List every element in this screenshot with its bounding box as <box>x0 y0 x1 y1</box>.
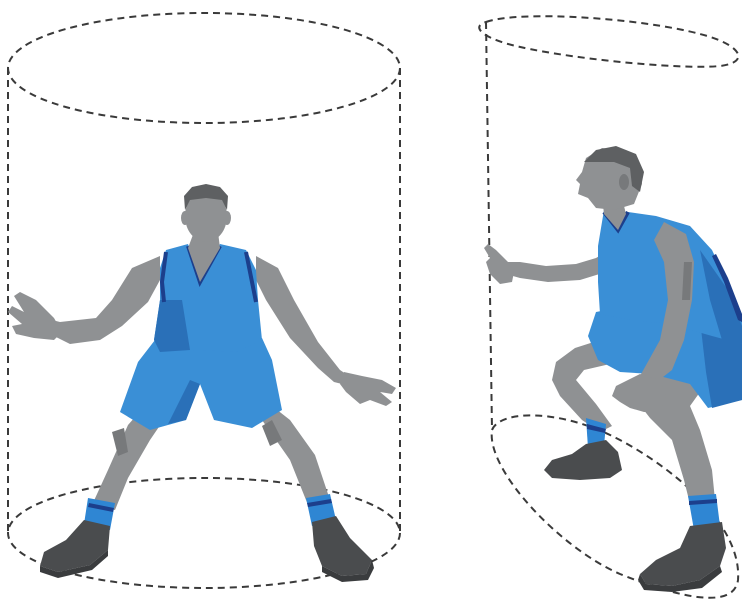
front-left-hand <box>8 292 62 340</box>
front-left-ear <box>181 211 189 225</box>
front-right-shoe <box>312 516 372 576</box>
front-view-figure-group <box>8 13 400 588</box>
side-back-shoe <box>544 440 622 480</box>
front-right-ear <box>223 211 231 225</box>
front-shorts <box>120 338 282 430</box>
front-cylinder-top-ellipse <box>8 13 400 123</box>
side-player <box>484 146 742 592</box>
side-cylinder-top-ellipse <box>479 16 738 67</box>
front-player <box>8 184 396 582</box>
side-cylinder-left-edge <box>486 22 492 430</box>
side-front-hand <box>612 374 666 412</box>
front-left-shoe <box>40 520 110 572</box>
side-ear <box>619 174 629 190</box>
front-left-arm <box>44 256 160 344</box>
side-view-figure-group <box>479 16 742 598</box>
front-right-hand <box>340 372 396 406</box>
